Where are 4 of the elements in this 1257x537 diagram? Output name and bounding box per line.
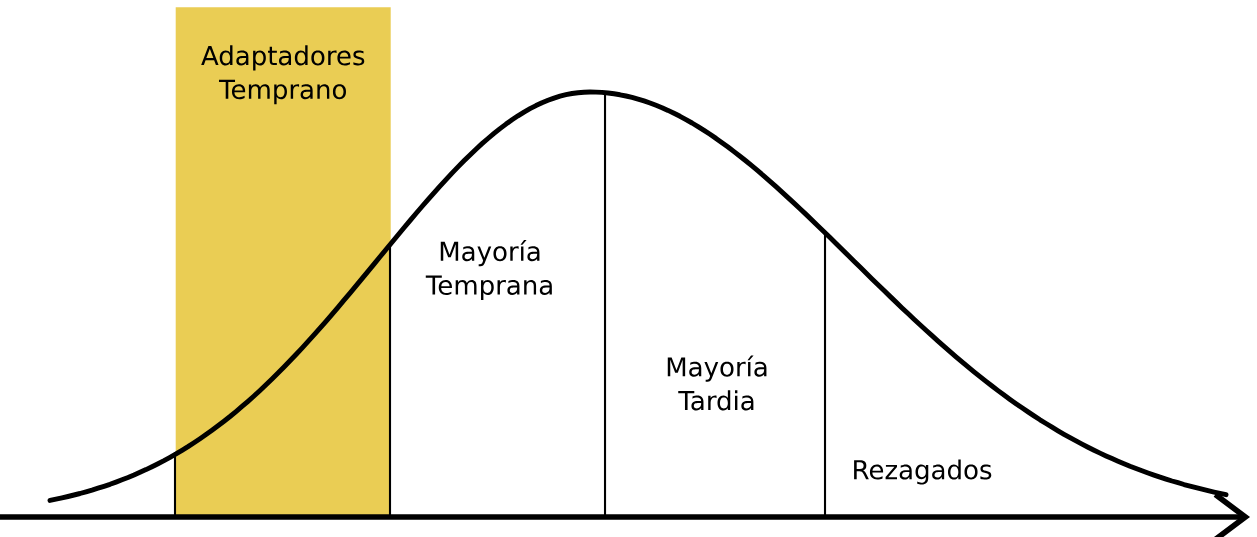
region-label: Mayoría Tardia [667, 355, 767, 411]
region-label: Rezagados [854, 459, 992, 485]
region-label: Mayoría Temprana [425, 240, 552, 300]
highlight-band: Adaptadores Temprano [175, 7, 391, 517]
